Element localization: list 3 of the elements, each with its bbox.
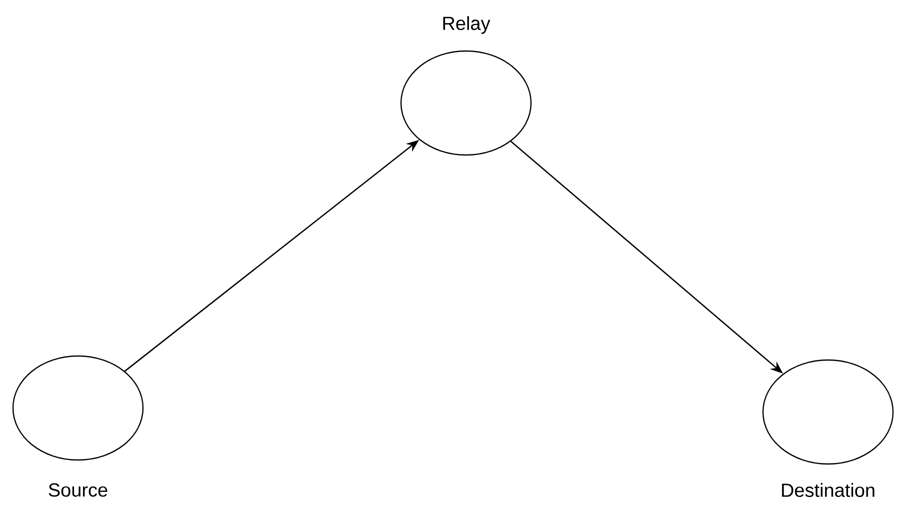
node-label: Relay	[443, 16, 490, 34]
node-label: Destination	[782, 483, 874, 497]
node-label: Source	[48, 483, 108, 497]
